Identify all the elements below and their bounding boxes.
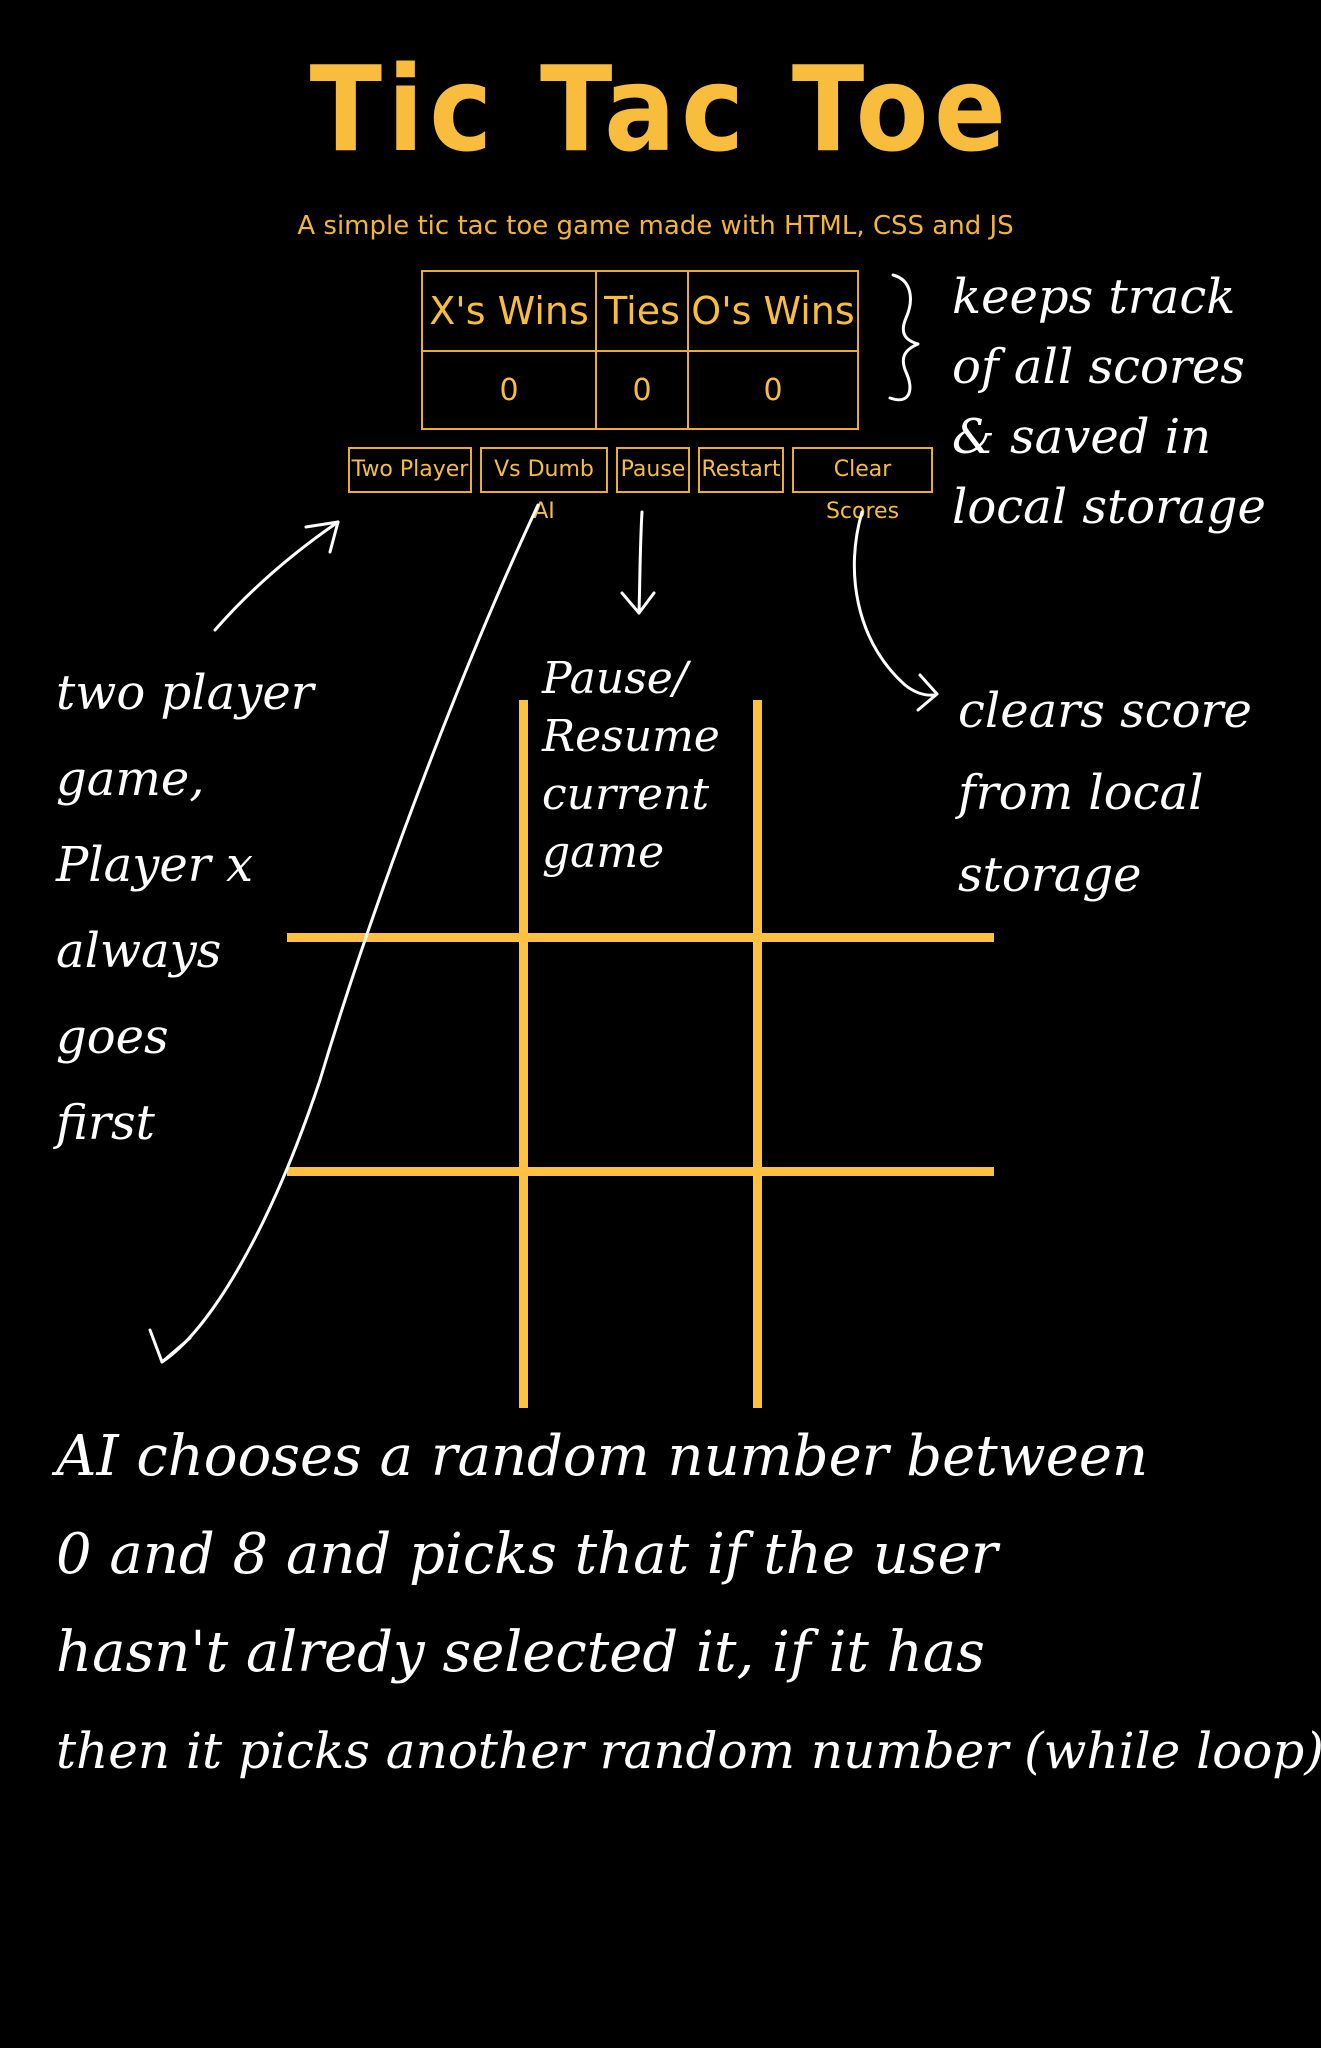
ai-note: AI chooses a random number between 0 and…	[56, 1408, 1321, 1800]
ties-value: 0	[595, 350, 689, 430]
restart-button[interactable]: Restart	[698, 447, 784, 493]
pause-button[interactable]: Pause	[616, 447, 690, 493]
vs-ai-button[interactable]: Vs Dumb AI	[480, 447, 608, 524]
clear-scores-button[interactable]: Clear Scores	[792, 447, 933, 524]
pause-note: Pause/ Resume current game	[542, 653, 720, 878]
two-player-arrowhead	[304, 520, 340, 554]
board-horizontal-line-2	[287, 1167, 994, 1176]
vs-ai-arrowhead	[148, 1328, 192, 1364]
scoreboard-header-row: X's Wins Ties O's Wins	[421, 270, 859, 352]
scoreboard-value-row: 0 0 0	[421, 350, 859, 430]
scores-brace	[888, 273, 920, 402]
o-wins-header: O's Wins	[687, 270, 859, 352]
ai-note-line-3: hasn't alredy selected it, if it has	[56, 1620, 985, 1685]
two-player-note: two player game, Player x always goes fi…	[56, 665, 314, 1151]
scores-note: keeps track of all scores & saved in loc…	[952, 269, 1266, 535]
ai-note-line-1: AI chooses a random number between	[56, 1424, 1149, 1489]
pause-arrow	[637, 510, 644, 615]
page-subtitle: A simple tic tac toe game made with HTML…	[297, 211, 1014, 241]
board-vertical-line-2	[753, 700, 762, 1408]
clear-note: clears score from local storage	[958, 683, 1252, 903]
clear-arrow	[852, 510, 937, 697]
page-title: Tic Tac Toe	[309, 40, 1012, 178]
ai-note-line-4: then it picks another random number (whi…	[56, 1722, 1321, 1780]
x-wins-header: X's Wins	[421, 270, 597, 352]
board-vertical-line-1	[519, 700, 528, 1408]
ai-note-line-2: 0 and 8 and picks that if the user	[56, 1522, 998, 1587]
two-player-arrow	[213, 520, 340, 632]
pause-arrowhead	[620, 591, 656, 615]
two-player-button[interactable]: Two Player	[348, 447, 472, 493]
board-horizontal-line-1	[287, 933, 994, 942]
x-wins-value: 0	[421, 350, 597, 430]
scoreboard: X's Wins Ties O's Wins 0 0 0	[421, 270, 859, 430]
o-wins-value: 0	[687, 350, 859, 430]
ties-header: Ties	[595, 270, 689, 352]
controls: Two Player Vs Dumb AI Pause Restart Clea…	[348, 447, 933, 524]
